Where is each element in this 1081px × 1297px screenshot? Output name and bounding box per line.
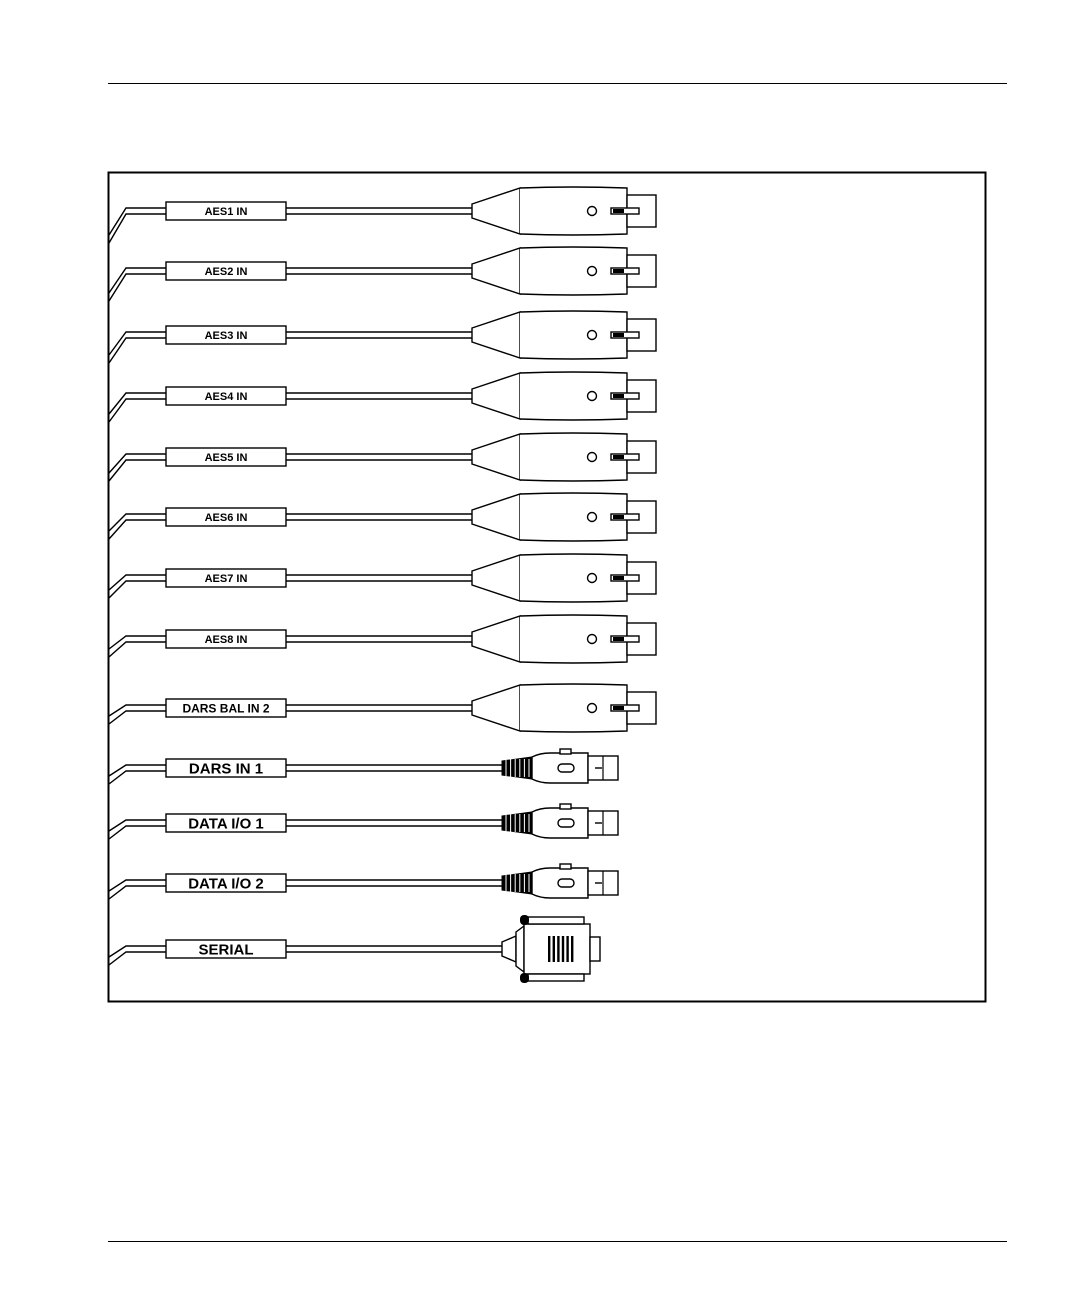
cable-label: DATA I/O 2: [188, 875, 264, 892]
bnc-connector-icon: [502, 804, 618, 838]
cable-label: DARS IN 1: [189, 760, 263, 777]
cable-label: SERIAL: [198, 941, 253, 958]
cable-wire: [109, 952, 166, 965]
xlr-connector-icon: [472, 433, 656, 481]
cable-row: [109, 804, 618, 839]
xlr-connector-icon: [472, 684, 656, 732]
cable-wire: [109, 771, 166, 784]
dsub-connector-icon: [502, 915, 600, 983]
cable-row: [109, 493, 656, 541]
cable-wire: [109, 338, 166, 363]
cable-row: [109, 187, 656, 243]
cable-wire: [109, 208, 166, 235]
cable-label: AES5 IN: [205, 452, 248, 464]
cable-row: [109, 554, 656, 602]
cable-wire: [109, 711, 166, 724]
xlr-connector-icon: [472, 187, 656, 235]
cable-row: [109, 311, 656, 363]
cable-row: [109, 915, 600, 983]
cable-row: [109, 615, 656, 663]
cable-label: DATA I/O 1: [188, 815, 264, 832]
cable-wire: [109, 826, 166, 839]
cable-label: AES3 IN: [205, 330, 248, 342]
cable-row: [109, 247, 656, 301]
cable-row: [109, 749, 618, 784]
cable-wire: [109, 268, 166, 293]
cable-label: DARS BAL IN 2: [182, 701, 269, 715]
xlr-connector-icon: [472, 311, 656, 359]
cable-row: [109, 864, 618, 899]
cable-label: AES6 IN: [205, 512, 248, 524]
cable-row: [109, 372, 656, 422]
xlr-connector-icon: [472, 247, 656, 295]
bnc-connector-icon: [502, 749, 618, 783]
cable-row: [109, 433, 656, 481]
cable-wire: [109, 886, 166, 899]
cable-label: AES7 IN: [205, 573, 248, 585]
xlr-connector-icon: [472, 554, 656, 602]
cable-label: AES1 IN: [205, 206, 248, 218]
cable-label: AES2 IN: [205, 266, 248, 278]
cable-wire: [109, 214, 166, 243]
cable-wire: [109, 581, 166, 598]
bnc-connector-icon: [502, 864, 618, 898]
xlr-connector-icon: [472, 372, 656, 420]
cable-label: AES8 IN: [205, 634, 248, 646]
xlr-connector-icon: [472, 493, 656, 541]
cable-wire: [109, 642, 166, 657]
cable-label: AES4 IN: [205, 391, 248, 403]
xlr-connector-icon: [472, 615, 656, 663]
cable-wire: [109, 274, 166, 301]
cable-wire: [109, 575, 166, 590]
